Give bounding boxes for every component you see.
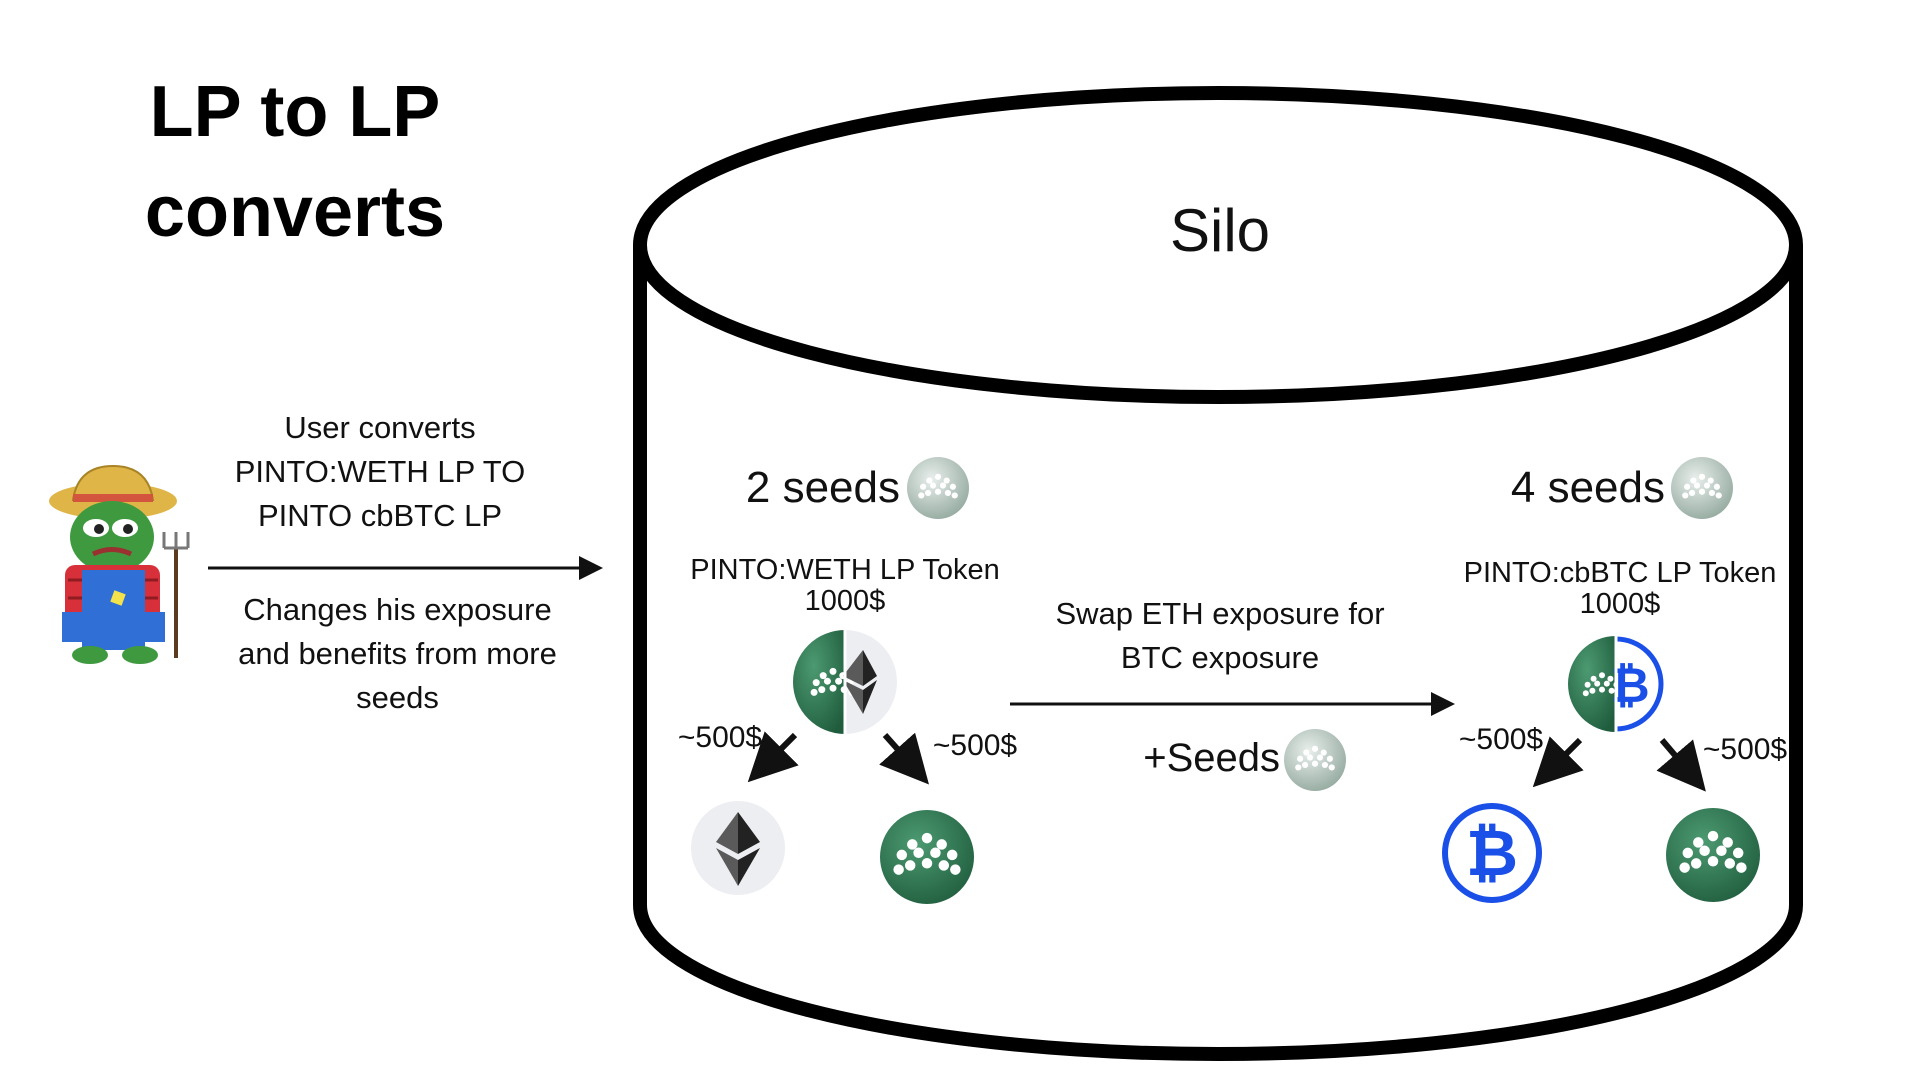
right-lp-token-label: PINTO:cbBTC LP Token 1000$ (1440, 558, 1800, 620)
pinto-icon (1666, 808, 1760, 902)
user-caption-line-1: User converts (284, 410, 476, 445)
left-split-amount-right: ~500$ (932, 729, 1018, 762)
split-arrow-left (1532, 736, 1584, 788)
seed-icon (1671, 457, 1733, 519)
left-seeds-label: 2 seeds (745, 463, 900, 512)
swap-caption-line-1: Swap ETH exposure for (1055, 596, 1385, 631)
farmer-frog-illustration (49, 464, 190, 664)
ethereum-icon (691, 801, 785, 895)
left-lp-token-value: 1000$ (804, 585, 886, 617)
left-lp-token-label: PINTO:WETH LP Token 1000$ (665, 555, 1025, 617)
pinto-cbbtc-lp-token-icon: ₿ (1568, 636, 1664, 732)
user-caption-line-2: PINTO:WETH LP TO (234, 454, 526, 489)
title-line-1: LP to LP (149, 72, 441, 152)
title-line-2: converts (144, 172, 446, 252)
diagram-title: LP to LP converts (90, 62, 500, 262)
effect-caption: Changes his exposure and benefits from m… (200, 588, 595, 720)
seed-icon (1284, 729, 1346, 791)
plus-seeds-label: +Seeds (1143, 736, 1280, 780)
right-seeds-label: 4 seeds (1510, 463, 1665, 512)
swap-caption-line-2: BTC exposure (1120, 640, 1320, 675)
left-split-amount-left: ~500$ (677, 721, 763, 754)
right-lp-token-name: PINTO:cbBTC LP Token (1463, 557, 1777, 589)
svg-text:₿: ₿ (1466, 817, 1518, 889)
silo-label: Silo (1169, 197, 1271, 264)
right-lp-token-value: 1000$ (1579, 588, 1661, 620)
bitcoin-icon: ₿ (1442, 803, 1542, 903)
right-split-amount-left: ~500$ (1458, 723, 1544, 756)
swap-caption: Swap ETH exposure for BTC exposure (1030, 592, 1410, 680)
user-caption: User converts PINTO:WETH LP TO PINTO cbB… (200, 406, 560, 538)
left-lp-token-name: PINTO:WETH LP Token (690, 554, 1000, 586)
seed-icon (907, 457, 969, 519)
pinto-weth-lp-token-icon (793, 630, 897, 734)
user-caption-line-3: PINTO cbBTC LP (257, 498, 503, 533)
right-split-amount-right: ~500$ (1702, 733, 1788, 766)
split-arrow-right (1656, 738, 1706, 792)
split-arrow-right (879, 732, 929, 785)
effect-caption-line-1: Changes his exposure (243, 592, 552, 627)
pinto-icon (880, 810, 974, 904)
effect-caption-line-3: seeds (356, 680, 439, 715)
split-arrow-left (747, 731, 799, 783)
effect-caption-line-2: and benefits from more (238, 636, 557, 671)
